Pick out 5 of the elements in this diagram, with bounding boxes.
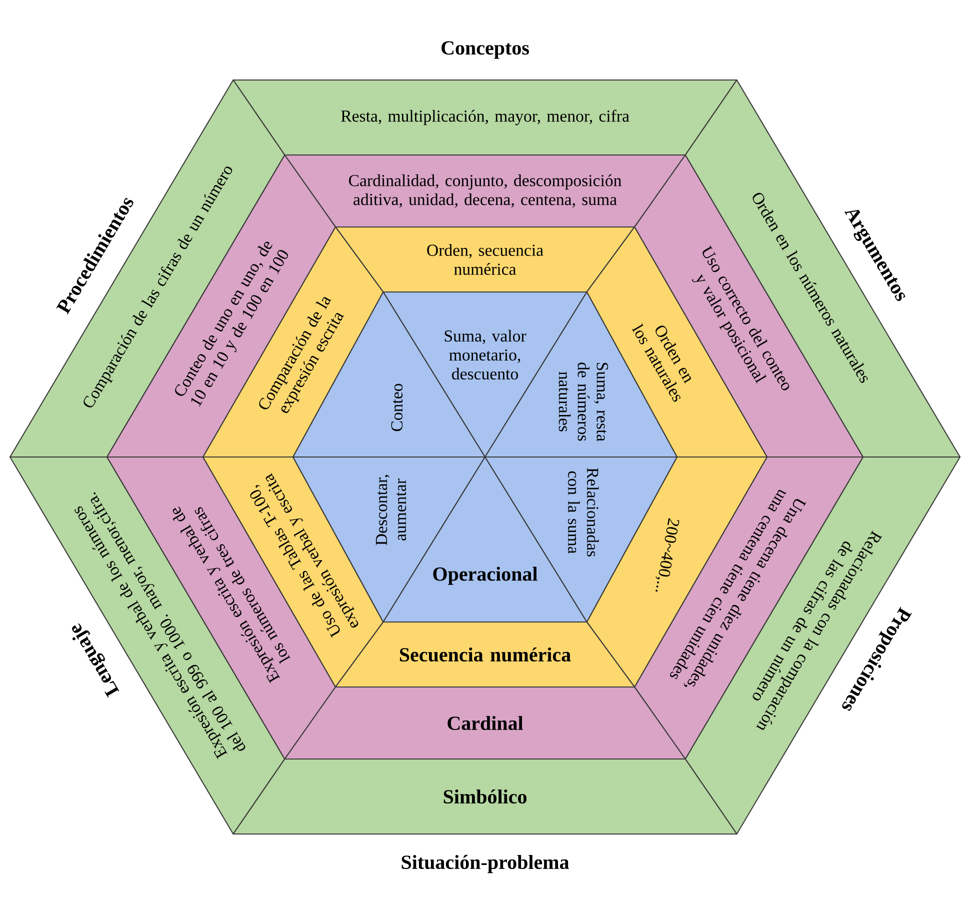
ring-segment: Orden, secuencia numérica [334,226,636,293]
ring-segment: Cardinal [284,686,686,760]
ring-segment: Cardinalidad, conjunto, descomposición aditiva, unidad, decena, centena, suma [284,154,686,228]
side-label: Conceptos [442,41,529,59]
side-label: Situación-problema [402,854,569,874]
